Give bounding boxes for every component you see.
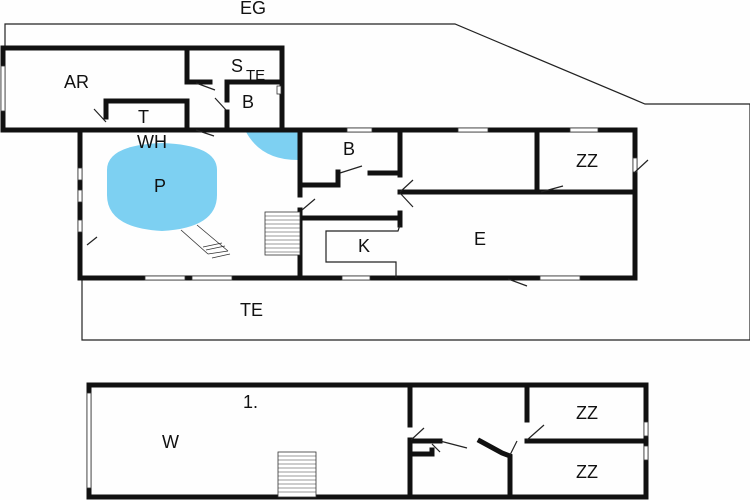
pool-ladder (180, 224, 231, 259)
room-label-b2: B (343, 139, 355, 159)
upper-stairs (277, 451, 317, 498)
room-label-ar: AR (64, 72, 89, 92)
room-label-te-small: TE (246, 67, 265, 84)
room-label-k: K (358, 236, 370, 256)
ground-floor-walls (0, 45, 638, 281)
upper-door-swings (410, 424, 545, 456)
room-label-w: W (162, 432, 179, 452)
stairs (264, 211, 301, 256)
room-label-zz2: ZZ (576, 462, 598, 482)
plot-outline (4, 23, 750, 341)
room-label-e: E (474, 229, 486, 249)
room-label-zz1: ZZ (576, 403, 598, 423)
windows (0, 65, 638, 281)
pool (107, 143, 217, 231)
room-label-p: P (154, 176, 166, 196)
door-swings (86, 82, 649, 287)
whirlpool (245, 130, 298, 160)
floor-title-1: 1. (243, 392, 258, 412)
room-label-b1: B (242, 92, 254, 112)
room-label-wh: WH (137, 132, 167, 152)
floor-title-eg: EG (240, 0, 266, 18)
room-label-s: S (231, 56, 243, 76)
room-label-te: TE (240, 300, 263, 320)
kitchen-counter (325, 224, 401, 278)
room-label-zz: ZZ (576, 151, 598, 171)
upper-windows (86, 392, 649, 489)
room-label-t: T (138, 107, 149, 127)
